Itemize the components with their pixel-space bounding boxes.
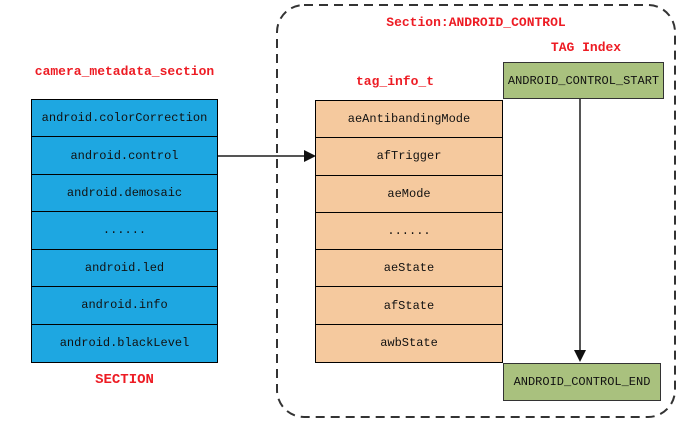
android-control-start-box: ANDROID_CONTROL_START [503, 62, 664, 99]
table-row: android.control [32, 137, 217, 175]
section-title: Section:ANDROID_CONTROL [386, 15, 566, 30]
table-row: afTrigger [316, 138, 502, 176]
table-row: aeState [316, 250, 502, 288]
control-to-taginfo-arrowhead [304, 150, 316, 162]
table-row: android.led [32, 250, 217, 288]
tag-index-label: TAG Index [550, 40, 622, 55]
table-row: android.demosaic [32, 175, 217, 213]
table-row: android.blackLevel [59, 336, 190, 351]
table-row: afState [316, 287, 502, 325]
tag-info-table: aeAntibandingMode afTrigger aeMode .....… [315, 100, 503, 363]
table-row: aeMode [316, 176, 502, 213]
left-table-title: camera_metadata_section [34, 64, 215, 79]
table-row: android.colorCorrection [32, 100, 217, 138]
table-row: ...... [316, 213, 502, 251]
table-row: aeAntibandingMode [316, 101, 502, 139]
tag-info-table-title: tag_info_t [355, 74, 434, 89]
table-row: android.info [32, 287, 217, 325]
section-caption: SECTION [95, 372, 154, 388]
section-dashed-border [276, 4, 676, 418]
start-to-end-arrowhead [574, 350, 586, 362]
table-row: awbState [380, 336, 438, 351]
table-row: ...... [32, 212, 217, 250]
android-control-end-box: ANDROID_CONTROL_END [503, 363, 661, 401]
camera-metadata-section-table: android.colorCorrection android.control … [31, 99, 218, 363]
